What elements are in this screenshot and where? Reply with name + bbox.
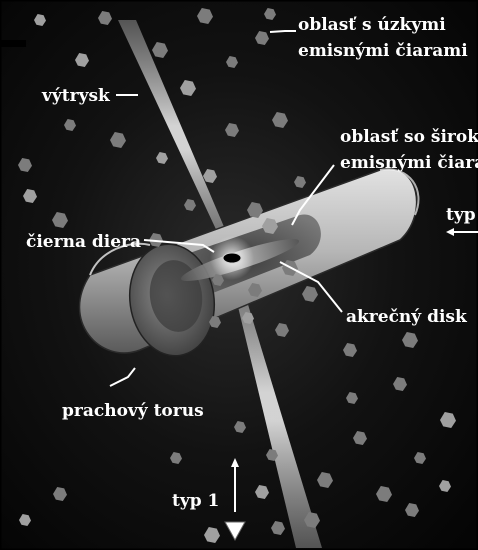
black-hole: [223, 253, 241, 263]
label-type1: typ 1: [172, 491, 219, 511]
label-type2: typ: [446, 205, 476, 225]
corner-marker: [0, 40, 26, 47]
label-narrow-line-region-2: emisnými čiarami: [298, 41, 468, 61]
label-broad-line-region-2: emisnými čiara: [340, 153, 478, 173]
label-jet: výtrysk: [41, 86, 111, 106]
label-dust-torus: prachový torus: [62, 401, 204, 421]
label-narrow-line-region-1: oblasť s úzkymi: [298, 15, 446, 35]
label-black-hole: čierna diera: [26, 232, 141, 252]
label-accretion-disk: akrečný disk: [346, 307, 468, 327]
leader-narrow-line-region: [270, 31, 296, 32]
label-broad-line-region-1: oblasť so široky: [340, 127, 478, 147]
